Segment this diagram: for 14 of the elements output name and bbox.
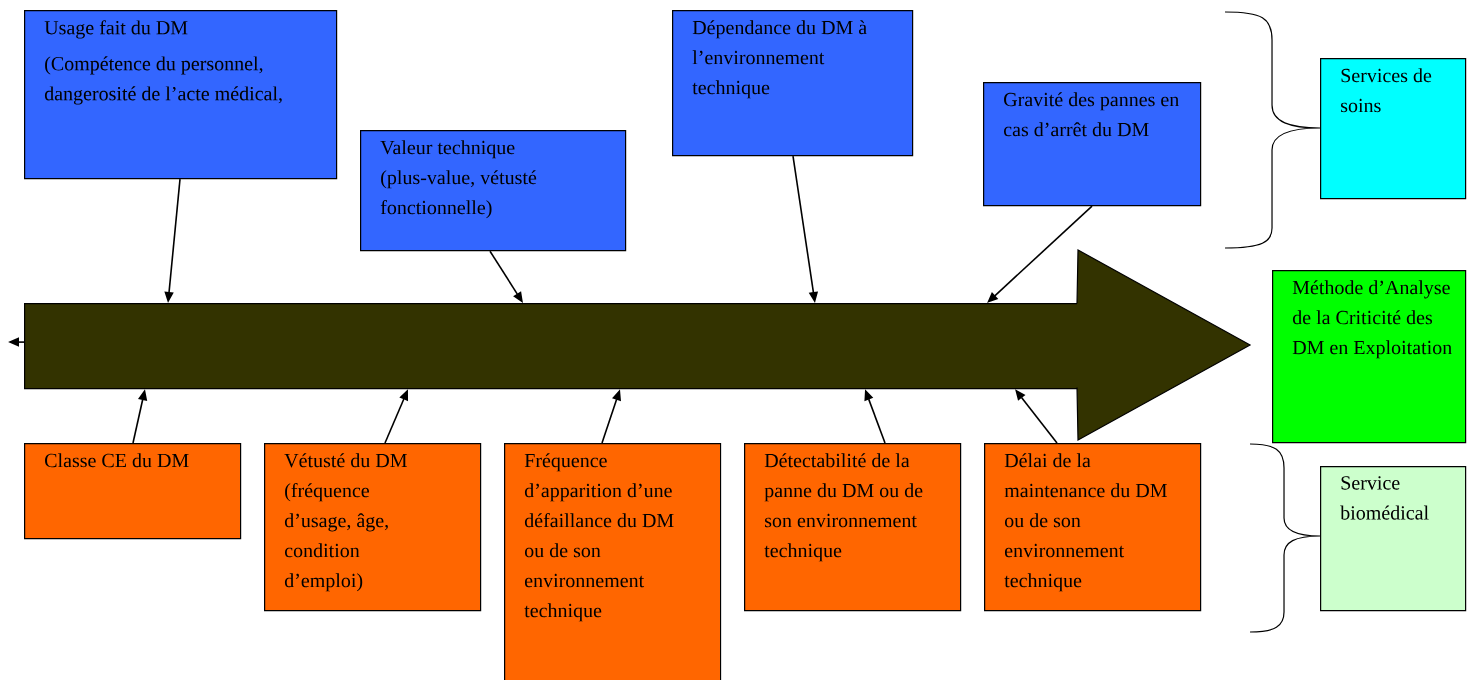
factor-box: Dépendance du DM à l’environnement technique (672, 10, 914, 157)
factor-box: Gravité des pannes en cas d’arrêt du DM (983, 82, 1202, 207)
factor-box: Détectabilité de la panne du DM ou de son environnement technique (744, 443, 962, 612)
factor-box: Valeur technique (plus-value, vétusté fonctionnelle) (360, 130, 627, 252)
factor-box: Fréquence d’apparition d’une défaillance du DM ou de son environnement technique (504, 443, 722, 680)
service-box: Service biomédical (1320, 466, 1467, 612)
factor-box: Usage fait du DM (Compétence du personnel, dangerosité de l’acte médical, (24, 10, 338, 180)
service-box: Services de soins (1320, 58, 1467, 200)
arrow (987, 205, 1093, 303)
factor-box: Classe CE du DM (24, 443, 242, 540)
big-arrow (24, 249, 1252, 441)
method-box: Méthode d’Analyse de la Criticité des DM en Exploitation (1272, 270, 1467, 444)
factor-box: Vétusté du DM (fréquence d’usage, âge, condition d’emploi) (264, 443, 482, 612)
factor-box: Délai de la maintenance du DM ou de son environnement technique (984, 443, 1202, 612)
